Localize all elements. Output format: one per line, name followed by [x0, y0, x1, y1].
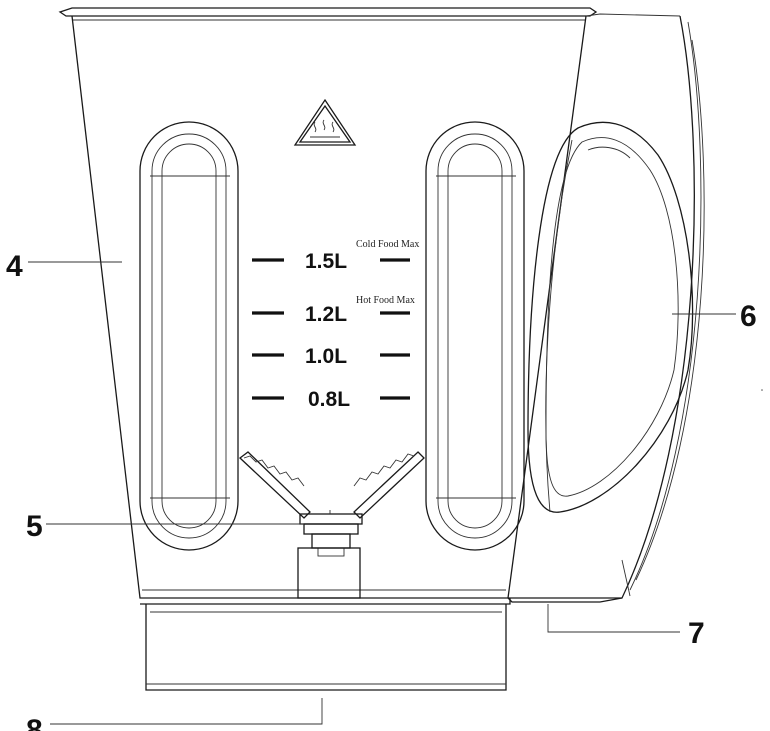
leader-lines [28, 261, 736, 725]
capacity-mark-4: 0.8L [252, 388, 410, 411]
jar-base [140, 598, 511, 691]
capacity-scale: 1.5L Cold Food Max 1.2L Hot Food Max 1.0… [252, 239, 419, 411]
base-connector [507, 597, 623, 603]
jar-rim [58, 7, 598, 21]
stray-dot [761, 389, 763, 391]
callout-5: 5 [26, 510, 43, 543]
capacity-mark-2: 1.2L Hot Food Max [252, 295, 415, 326]
capacity-note: Cold Food Max [356, 239, 419, 250]
callout-6: 6 [740, 300, 757, 333]
callout-7: 7 [688, 617, 705, 650]
callout-4: 4 [6, 250, 23, 283]
capacity-note: Hot Food Max [356, 295, 415, 306]
capacity-label: 1.5L [305, 250, 347, 273]
blade-assembly [238, 451, 425, 599]
capacity-label: 1.0L [305, 345, 347, 368]
capacity-mark-3: 1.0L [252, 345, 410, 368]
capacity-label: 0.8L [308, 388, 350, 411]
capacity-label: 1.2L [305, 303, 347, 326]
right-viewing-window [425, 121, 525, 551]
hot-surface-warning-icon [293, 98, 357, 146]
capacity-mark-1: 1.5L Cold Food Max [252, 239, 419, 273]
jar-handle [508, 15, 705, 599]
left-viewing-window [139, 121, 239, 551]
callout-8: 8 [26, 714, 43, 731]
